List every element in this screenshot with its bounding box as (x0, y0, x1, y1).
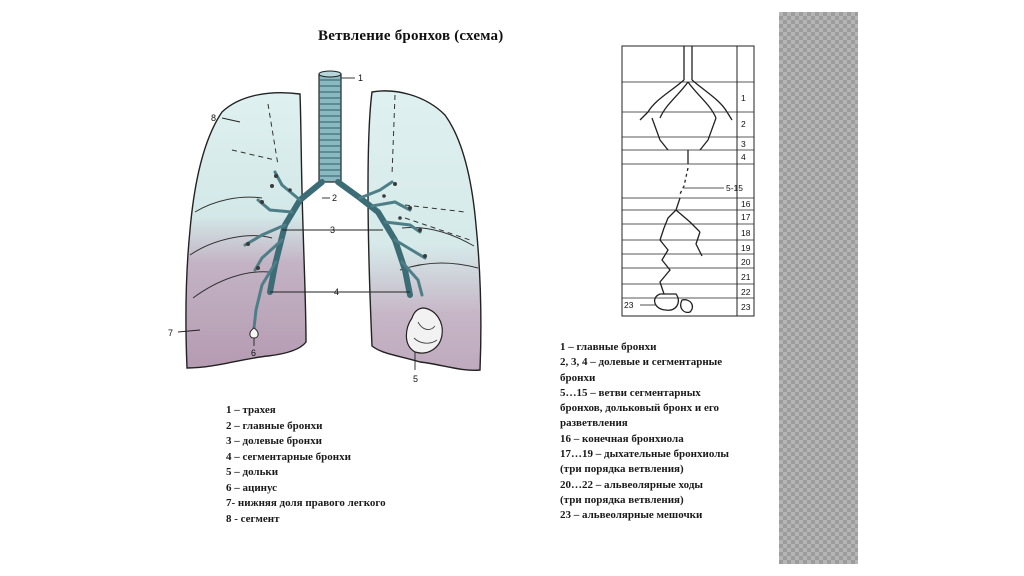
legend-item: (три порядка ветвления) (560, 463, 684, 476)
scheme-label-18: 18 (741, 228, 751, 238)
legend-item: 17…19 – дыхательные бронхиолы (560, 448, 729, 461)
lung-legend: 1 – трахея 2 – главные бронхи 3 – долевы… (226, 403, 386, 527)
scheme-label-19: 19 (741, 243, 751, 253)
legend-item: 5 – дольки (226, 466, 279, 478)
legend-item: 23 – альвеолярные мешочки (560, 509, 703, 522)
legend-item: разветвления (560, 417, 628, 430)
lung-label-6: 6 (251, 348, 256, 358)
scheme-label-4: 4 (741, 152, 746, 162)
lung-label-7: 7 (168, 328, 173, 338)
legend-item: 1 – главные бронхи (560, 341, 657, 353)
lung-label-2: 2 (332, 193, 337, 203)
decorative-pattern-strip (779, 12, 858, 564)
legend-item: 4 – сегментарные бронхи (226, 450, 351, 463)
branching-scheme (621, 45, 755, 317)
scheme-label-21: 21 (741, 272, 751, 282)
lung-label-4: 4 (334, 287, 339, 297)
legend-item: 7- нижняя доля правого легкого (226, 497, 386, 509)
scheme-label-3: 3 (741, 139, 746, 149)
label-leaders (177, 77, 416, 370)
scheme-legend: 1 – главные бронхи 2, 3, 4 – долевые и с… (560, 340, 785, 524)
legend-item: 3 – долевые бронхи (226, 435, 322, 447)
lung-label-5: 5 (413, 374, 418, 384)
lung-label-8: 8 (211, 113, 216, 123)
legend-item: 2, 3, 4 – долевые и сегментарные (560, 356, 723, 369)
scheme-label-2: 2 (741, 119, 746, 129)
legend-item: 1 – трахея (226, 404, 276, 416)
scheme-label-20: 20 (741, 257, 751, 267)
scheme-label-22: 22 (741, 287, 751, 297)
scheme-label-23-left: 23 (624, 300, 634, 310)
diagram-title: Ветвление бронхов (схема) (318, 28, 504, 44)
lung-label-3: 3 (330, 225, 335, 235)
scheme-label-16: 16 (741, 199, 751, 209)
scheme-label-1: 1 (741, 93, 746, 103)
legend-item: (три порядка ветвления) (560, 493, 684, 506)
scheme-label-5-15: 5-15 (726, 183, 743, 193)
right-lung (185, 92, 307, 369)
legend-item: 6 – ацинус (226, 481, 278, 494)
legend-item: бронхов, дольковый бронх и его (560, 402, 720, 415)
legend-item: 8 - сегмент (226, 512, 280, 525)
trachea (318, 70, 342, 183)
legend-item: 16 – конечная бронхиола (560, 432, 684, 445)
legend-item: бронхи (560, 371, 596, 384)
legend-item: 20…22 – альвеолярные ходы (560, 478, 703, 491)
bronchial-branches (243, 170, 427, 330)
legend-item: 2 – главные бронхи (226, 419, 323, 432)
scheme-label-23-right: 23 (741, 302, 751, 312)
bronchial-dots (246, 174, 427, 270)
lung-label-1: 1 (358, 73, 363, 83)
legend-item: 5…15 – ветви сегментарных (560, 386, 701, 399)
scheme-label-17: 17 (741, 212, 751, 222)
